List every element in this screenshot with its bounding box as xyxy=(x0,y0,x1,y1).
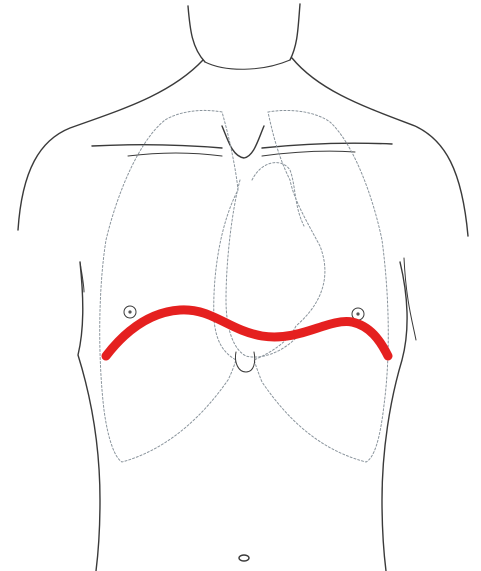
suprasternal-notch xyxy=(222,126,264,158)
right-clavicle-lower xyxy=(262,151,355,156)
left-clavicle xyxy=(92,145,222,148)
neck-right-outline xyxy=(290,4,300,60)
left-nipple xyxy=(124,306,136,318)
left-clavicle-lower xyxy=(128,153,222,156)
left-lung-outline xyxy=(100,110,238,462)
right-clavicle xyxy=(262,143,392,148)
neck-left-outline xyxy=(188,6,205,62)
right-shoulder-outline xyxy=(292,58,468,236)
neck-base-curve xyxy=(205,60,290,69)
navel xyxy=(239,555,249,561)
right-lung-outline xyxy=(254,110,388,462)
left-torso-side xyxy=(78,262,100,571)
aortic-arch-outline xyxy=(252,163,304,226)
right-torso-side xyxy=(382,262,407,571)
diaphragm-highlight-line xyxy=(106,310,388,356)
